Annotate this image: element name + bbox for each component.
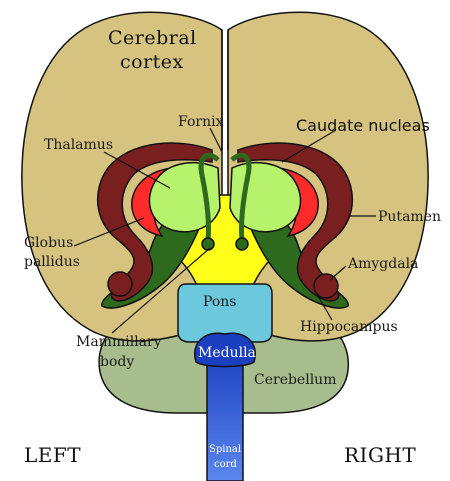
left-mammillary-body xyxy=(202,238,214,250)
right-side-label: RIGHT xyxy=(344,443,416,467)
cerebral-cortex-label-line2: cortex xyxy=(120,51,184,73)
fornix-label: Fornix xyxy=(178,114,224,130)
left-amygdala xyxy=(108,272,132,296)
right-mammillary-body xyxy=(236,238,248,250)
mammillary-body-label-line1: Mammillary xyxy=(76,334,162,350)
putamen-label: Putamen xyxy=(378,209,441,225)
amygdala-label: Amygdala xyxy=(347,256,418,272)
cerebellum-label: Cerebellum xyxy=(254,372,336,388)
spinal-cord-label-line2: cord xyxy=(214,459,237,470)
hippocampus-label: Hippocampus xyxy=(300,319,398,335)
medulla-label: Medulla xyxy=(198,345,256,361)
left-side-label: LEFT xyxy=(24,443,81,467)
thalamus-label: Thalamus xyxy=(44,137,113,153)
pons-label: Pons xyxy=(203,294,236,310)
longitudinal-fissure xyxy=(222,30,228,150)
spinal-cord-label-line1: Spinal xyxy=(209,444,241,455)
globus-pallidus-label-line2: pallidus xyxy=(24,254,80,270)
mammillary-body-label-line2: body xyxy=(100,354,134,370)
right-amygdala xyxy=(314,274,338,298)
cerebral-cortex-label-line1: Cerebral xyxy=(108,27,197,49)
caudate-nucleas-label: Caudate nucleas xyxy=(296,116,430,135)
globus-pallidus-label-line1: Globus xyxy=(24,235,73,251)
